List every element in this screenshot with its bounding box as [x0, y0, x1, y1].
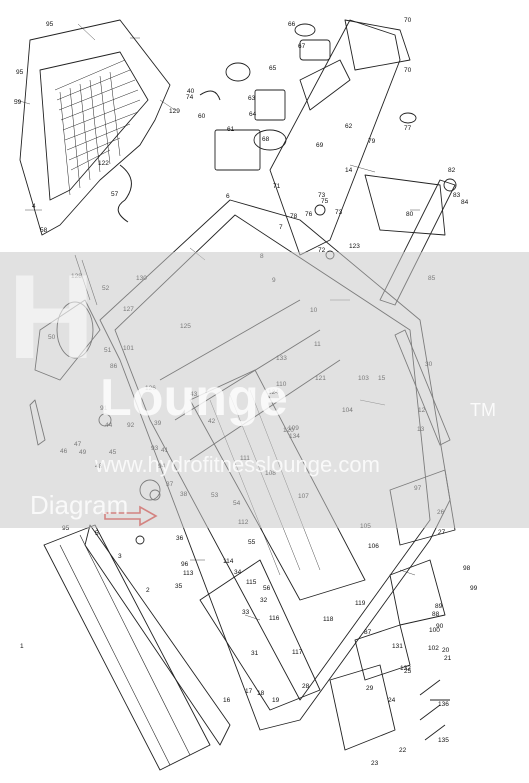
part-label: 34 — [234, 569, 242, 576]
part-label: 118 — [323, 616, 334, 623]
part-label: 129 — [169, 108, 180, 115]
part-label: 95 — [62, 525, 70, 532]
part-label: 14 — [345, 167, 353, 174]
part-label: 76 — [305, 211, 313, 218]
part-label: 60 — [198, 113, 206, 120]
part-label: 84 — [461, 199, 469, 206]
part-label: 67 — [298, 43, 306, 50]
part-label: 123 — [349, 243, 360, 250]
part-label: 132 — [400, 665, 411, 672]
part-label: 87 — [364, 629, 372, 636]
part-label: 70 — [404, 67, 412, 74]
part-label: 2 — [146, 587, 150, 594]
part-label: 16 — [223, 697, 231, 704]
part-label: 23 — [371, 760, 379, 767]
part-label: 63 — [248, 95, 256, 102]
part-label: 3 — [118, 553, 122, 560]
watermark-logo: H — [8, 250, 95, 384]
part-label: 65 — [269, 65, 277, 72]
part-label: 95 — [46, 21, 54, 28]
part-label: 28 — [302, 683, 310, 690]
side-rail-left — [43, 524, 211, 771]
part-label: 56 — [263, 585, 271, 592]
part-label: 71 — [273, 183, 281, 190]
part-label: 31 — [251, 650, 259, 657]
part-label: 82 — [448, 167, 456, 174]
part-label: 77 — [404, 125, 412, 132]
part-label: 72 — [318, 247, 326, 254]
part-label: 115 — [246, 579, 257, 586]
part-label: 61 — [227, 126, 235, 133]
part-label: 64 — [249, 111, 257, 118]
part-label: 135 — [438, 737, 449, 744]
part-label: 80 — [406, 211, 414, 218]
part-label: 25 — [404, 668, 412, 675]
part-label: 122 — [98, 160, 109, 167]
hood-inner — [39, 51, 149, 201]
part-label: 1 — [20, 643, 24, 650]
part-label: 33 — [242, 609, 250, 616]
part-label: 113 — [183, 570, 194, 577]
part-label: 114 — [223, 558, 234, 565]
incline-motor — [364, 174, 446, 236]
part-label: 99 — [470, 585, 478, 592]
part-label: 96 — [181, 561, 189, 568]
part-label: 7 — [279, 224, 283, 231]
part-label: 100 — [429, 627, 440, 634]
watermark-band — [0, 252, 529, 528]
part-label: 35 — [175, 583, 183, 590]
part-label: 75 — [321, 198, 329, 205]
part-label: 70 — [404, 17, 412, 24]
part-label: 36 — [176, 535, 184, 542]
part-label: 32 — [260, 597, 268, 604]
part-label: 119 — [355, 600, 366, 607]
part-label: 98 — [463, 565, 471, 572]
part-label: 20 — [442, 647, 450, 654]
part-label: 5 — [95, 530, 99, 537]
part-label: 102 — [428, 645, 439, 652]
part-label: 62 — [345, 123, 353, 130]
part-label: 116 — [269, 615, 280, 622]
part-label: 74 — [186, 94, 194, 101]
part-label: 73 — [335, 209, 343, 216]
part-label: 18 — [257, 690, 265, 697]
watermark-tm: TM — [470, 400, 496, 420]
part-label: 21 — [444, 655, 452, 662]
part-label: 6 — [226, 193, 230, 200]
watermark-brand: Lounge — [100, 369, 288, 427]
part-label: 58 — [40, 227, 48, 234]
part-label: 89 — [435, 603, 443, 610]
part-label: 40 — [187, 88, 195, 95]
part-label: 131 — [392, 643, 403, 650]
part-label: 79 — [368, 138, 376, 145]
part-label: 90 — [436, 623, 444, 630]
part-label: 117 — [292, 649, 303, 656]
part-label: 29 — [366, 685, 374, 692]
part-label: 78 — [290, 213, 298, 220]
part-label: 68 — [262, 136, 270, 143]
motor-hood — [19, 19, 171, 236]
part-label: 19 — [272, 697, 280, 704]
part-label: 55 — [248, 539, 256, 546]
part-label: 83 — [453, 192, 461, 199]
part-label: 27 — [438, 529, 446, 536]
part-label: 136 — [438, 701, 449, 708]
part-label: 24 — [388, 697, 396, 704]
part-label: 57 — [111, 191, 119, 198]
part-label: 17 — [245, 688, 253, 695]
part-label: 4 — [32, 203, 36, 210]
part-label: 22 — [399, 747, 407, 754]
part-label: 73 — [318, 192, 326, 199]
part-label: 95 — [16, 69, 24, 76]
part-label: 69 — [316, 142, 324, 149]
watermark-subtitle: Diagram — [30, 490, 129, 520]
part-label: 66 — [288, 21, 296, 28]
part-label: 106 — [368, 543, 379, 550]
watermark-url: www.hydrofitnesslounge.com — [95, 452, 380, 477]
part-label: 88 — [432, 611, 440, 618]
part-label: 59 — [14, 99, 22, 106]
